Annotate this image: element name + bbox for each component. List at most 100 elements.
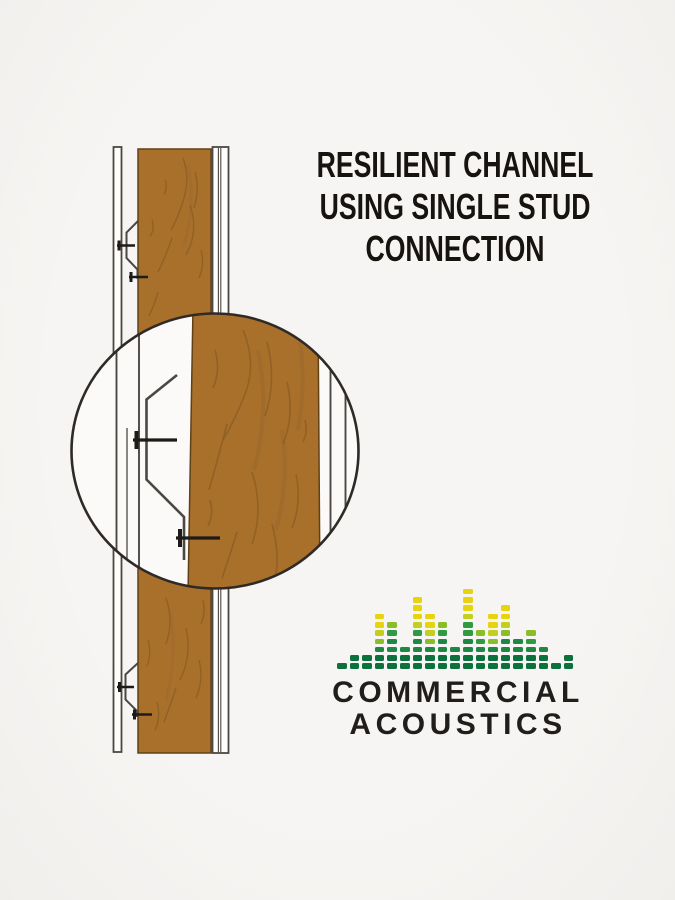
wood-grain xyxy=(146,157,205,731)
equalizer-segment xyxy=(488,613,498,620)
equalizer-segment xyxy=(374,630,385,636)
equalizer-column xyxy=(563,655,574,669)
magnified-screw-1 xyxy=(133,431,177,449)
magnified-wood-grain-soft xyxy=(252,339,305,531)
equalizer-segment xyxy=(425,638,435,645)
equalizer-column xyxy=(462,588,473,669)
equalizer-segment xyxy=(437,622,448,628)
equalizer-segment xyxy=(525,655,536,661)
equalizer-column xyxy=(525,630,536,669)
equalizer-column xyxy=(475,630,486,669)
equalizer-segment xyxy=(475,646,486,653)
resilient-channel-top xyxy=(125,220,139,279)
equalizer-segment xyxy=(374,638,385,645)
equalizer-segment xyxy=(500,655,511,661)
equalizer-segment xyxy=(399,655,410,661)
equalizer-segment xyxy=(462,655,473,661)
magnified-view xyxy=(115,313,347,589)
equalizer-segment xyxy=(475,655,486,661)
equalizer-segment xyxy=(450,646,460,653)
equalizer-segment xyxy=(337,663,347,669)
logo-wordmark: COMMERCIAL ACOUSTICS xyxy=(332,677,584,741)
equalizer-segment xyxy=(437,655,448,661)
logo-line-acoustics: ACOUSTICS xyxy=(349,708,567,741)
poster-title: RESILIENT CHANNEL USING SINGLE STUD CONN… xyxy=(268,144,642,270)
equalizer-segment xyxy=(374,646,385,653)
equalizer-segment xyxy=(462,638,473,645)
equalizer-segment xyxy=(425,646,435,653)
equalizer-segment xyxy=(538,663,549,669)
equalizer-segment xyxy=(488,655,498,661)
title-line-2: USING SINGLE STUD xyxy=(319,186,591,227)
equalizer-column xyxy=(399,646,410,669)
equalizer-segment xyxy=(488,638,498,645)
equalizer-segment xyxy=(488,663,498,669)
equalizer-segment xyxy=(412,655,423,661)
equalizer-segment xyxy=(374,622,385,628)
screws-top xyxy=(117,240,148,282)
equalizer-column xyxy=(551,663,561,669)
equalizer-segment xyxy=(513,655,523,661)
equalizer-segment xyxy=(412,630,423,636)
equalizer-segment xyxy=(563,663,574,669)
equalizer-segment xyxy=(513,663,523,669)
equalizer-segment xyxy=(374,663,385,669)
equalizer-column xyxy=(374,613,385,669)
equalizer-column xyxy=(500,605,511,669)
equalizer-column xyxy=(450,646,460,669)
equalizer-segment xyxy=(349,655,360,661)
equalizer-segment xyxy=(525,638,536,645)
equalizer-segment xyxy=(387,646,397,653)
equalizer-segment xyxy=(425,622,435,628)
equalizer-segment xyxy=(500,605,511,612)
equalizer-segment xyxy=(374,655,385,661)
magnifier-circle-outline xyxy=(70,312,360,590)
equalizer-segment xyxy=(387,655,397,661)
magnified-resilient-channel xyxy=(145,373,186,560)
equalizer-segment xyxy=(500,630,511,636)
equalizer-segment xyxy=(500,663,511,669)
equalizer-column xyxy=(412,597,423,669)
equalizer-segment xyxy=(488,622,498,628)
equalizer-segment xyxy=(488,630,498,636)
equalizer-segment xyxy=(513,638,523,645)
equalizer-segment xyxy=(425,613,435,620)
equalizer-segment xyxy=(437,630,448,636)
equalizer-bars-icon xyxy=(337,583,574,669)
wood-grain-soft xyxy=(164,164,193,701)
equalizer-column xyxy=(387,622,397,669)
equalizer-segment xyxy=(475,663,486,669)
equalizer-segment xyxy=(399,663,410,669)
equalizer-column xyxy=(513,638,523,669)
equalizer-segment xyxy=(399,646,410,653)
equalizer-column xyxy=(425,613,435,669)
equalizer-segment xyxy=(362,663,372,669)
equalizer-segment xyxy=(362,655,372,661)
equalizer-column xyxy=(488,613,498,669)
equalizer-segment xyxy=(488,646,498,653)
equalizer-segment xyxy=(462,630,473,636)
equalizer-segment xyxy=(387,622,397,628)
equalizer-segment xyxy=(525,646,536,653)
equalizer-segment xyxy=(513,646,523,653)
equalizer-segment xyxy=(387,638,397,645)
equalizer-segment xyxy=(500,613,511,620)
equalizer-segment xyxy=(500,638,511,645)
equalizer-column xyxy=(349,655,360,669)
equalizer-segment xyxy=(349,663,360,669)
equalizer-segment xyxy=(387,663,397,669)
equalizer-segment xyxy=(462,663,473,669)
equalizer-segment xyxy=(462,605,473,612)
equalizer-segment xyxy=(412,605,423,612)
equalizer-segment xyxy=(374,613,385,620)
equalizer-segment xyxy=(500,646,511,653)
logo-line-commercial: COMMERCIAL xyxy=(332,676,584,709)
screws-bottom xyxy=(117,682,152,720)
equalizer-segment xyxy=(425,663,435,669)
equalizer-segment xyxy=(551,663,561,669)
equalizer-column xyxy=(538,646,549,669)
equalizer-segment xyxy=(475,630,486,636)
equalizer-segment xyxy=(412,663,423,669)
equalizer-segment xyxy=(462,588,473,595)
